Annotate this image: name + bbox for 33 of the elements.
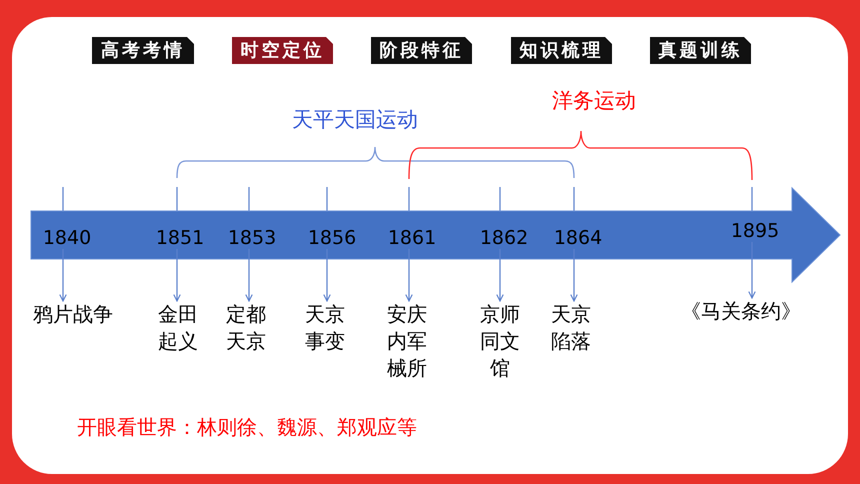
year-label: 1840	[42, 227, 92, 249]
event-text: 定都天京	[225, 301, 267, 355]
event-text: 金田起义	[157, 301, 199, 355]
nav-tab: 高考考情	[92, 37, 194, 64]
event-text: 《马关条约》	[681, 298, 801, 325]
year-label: 1853	[228, 227, 276, 249]
event-text: 天京事变	[304, 301, 346, 355]
year-label: 1895	[730, 220, 780, 242]
arrow-connector	[570, 249, 578, 302]
note-text: 开眼看世界：林则徐、魏源、郑观应等	[77, 415, 417, 439]
event-text: 安庆内军械所	[386, 301, 428, 382]
period-label: 天平天国运动	[292, 107, 418, 133]
year-label: 1862	[480, 227, 528, 249]
year-label: 1851	[156, 227, 204, 249]
arrow-connector	[405, 249, 413, 302]
nav-tab: 阶段特征	[371, 37, 472, 64]
event-text: 鸦片战争	[33, 301, 113, 328]
arrow-connector	[748, 242, 756, 299]
year-label: 1864	[554, 227, 602, 249]
nav-tab: 时空定位	[232, 37, 333, 64]
year-label: 1856	[308, 227, 356, 249]
arrow-connector	[323, 249, 331, 302]
year-label: 1861	[388, 227, 436, 249]
nav-tab: 真题训练	[650, 37, 751, 64]
timeline-arrow	[31, 188, 840, 282]
arrow-connector	[173, 249, 181, 302]
arrow-connector	[245, 249, 253, 302]
period-label: 洋务运动	[552, 88, 636, 114]
event-text: 京师同文馆	[479, 301, 521, 382]
arrow-connector	[59, 249, 67, 302]
nav-tab: 知识梳理	[511, 37, 612, 64]
event-text: 天京陷落	[550, 301, 592, 355]
arrow-connector	[496, 249, 504, 302]
